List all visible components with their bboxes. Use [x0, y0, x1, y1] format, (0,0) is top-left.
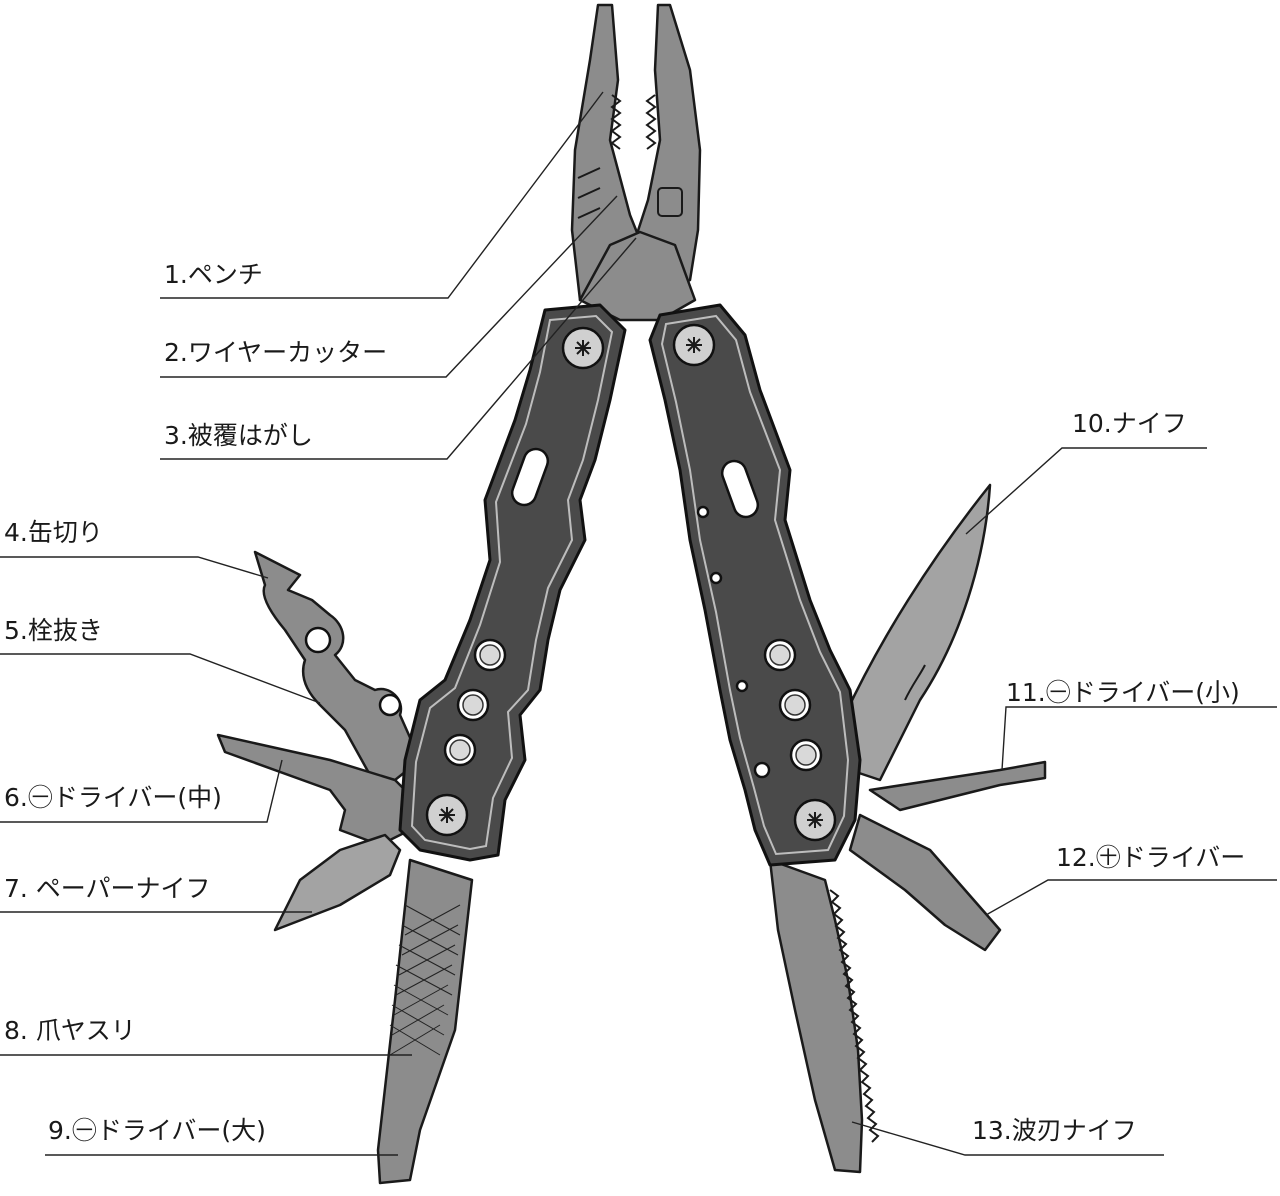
right-handle-pin-1 — [696, 505, 710, 519]
leader-wire-cutter — [160, 195, 618, 378]
right-handle-pin-2 — [709, 571, 723, 585]
label-flat-driver-medium: 6.㊀ドライバー(中) — [4, 783, 222, 812]
bottle-opener-hole — [304, 626, 332, 654]
knife-blade-tool — [843, 483, 992, 782]
wire-stripper-notch — [657, 187, 683, 217]
can-opener-tool — [253, 550, 422, 782]
leader-serrated-knife — [851, 1121, 1164, 1156]
right-handle-pin-3 — [735, 679, 749, 693]
leader-lines — [0, 91, 1277, 1156]
leader-flat-driver-medium — [0, 759, 283, 823]
leader-pliers — [160, 91, 604, 299]
leader-can-opener — [0, 556, 269, 579]
pliers-serration-right — [645, 94, 657, 150]
label-flat-driver-large: 9.㊀ドライバー(大) — [48, 1116, 266, 1145]
leader-phillips-driver — [985, 879, 1277, 916]
left-handle — [398, 303, 627, 862]
serration-edge — [829, 889, 880, 1143]
label-wire-cutter: 2.ワイヤーカッター — [164, 338, 388, 367]
label-pliers: 1.ペンチ — [164, 260, 263, 289]
nail-file-tool — [376, 858, 474, 1185]
left-handle-slot — [510, 447, 550, 507]
phillips-driver-tool — [848, 813, 1002, 952]
left-bottom-screw-torx — [439, 807, 455, 823]
file-texture — [389, 904, 461, 1056]
right-bottom-screw-torx — [807, 812, 823, 828]
label-knife: 10.ナイフ — [1072, 409, 1187, 438]
right-handle-slot — [720, 459, 760, 519]
right-handle-rim — [660, 314, 850, 856]
label-wire-stripper: 3.被覆はがし — [164, 421, 313, 450]
wire-cutter-slots — [577, 167, 601, 219]
flat-driver-small-tool — [868, 760, 1047, 812]
bottle-opener-notch — [378, 693, 402, 717]
leader-wire-stripper — [160, 237, 637, 460]
leader-bottle-opener — [0, 653, 321, 704]
right-top-screw-torx — [686, 337, 702, 353]
label-flat-driver-small: 11.㊀ドライバー(小) — [1006, 678, 1240, 707]
label-paper-knife: 7. ペーパーナイフ — [4, 874, 211, 903]
pliers-pivot — [578, 230, 697, 322]
leader-knife — [965, 447, 1207, 535]
paper-knife-tool — [273, 833, 402, 932]
label-serrated-knife: 13.波刃ナイフ — [972, 1116, 1137, 1145]
serrated-knife-tool — [768, 858, 864, 1174]
label-can-opener: 4.缶切り — [4, 518, 103, 547]
knife-nail-nick — [904, 664, 926, 701]
right-handle — [648, 303, 862, 867]
label-phillips-driver: 12.㊉ドライバー — [1056, 843, 1246, 872]
label-bottle-opener: 5.栓抜き — [4, 616, 103, 645]
pliers-serration-left — [610, 94, 622, 150]
label-nail-file: 8. 爪ヤスリ — [4, 1016, 136, 1045]
left-top-screw-torx — [575, 340, 591, 356]
leader-flat-driver-small — [1001, 706, 1277, 771]
right-handle-pin-4 — [753, 761, 771, 779]
left-handle-rim — [410, 314, 614, 851]
